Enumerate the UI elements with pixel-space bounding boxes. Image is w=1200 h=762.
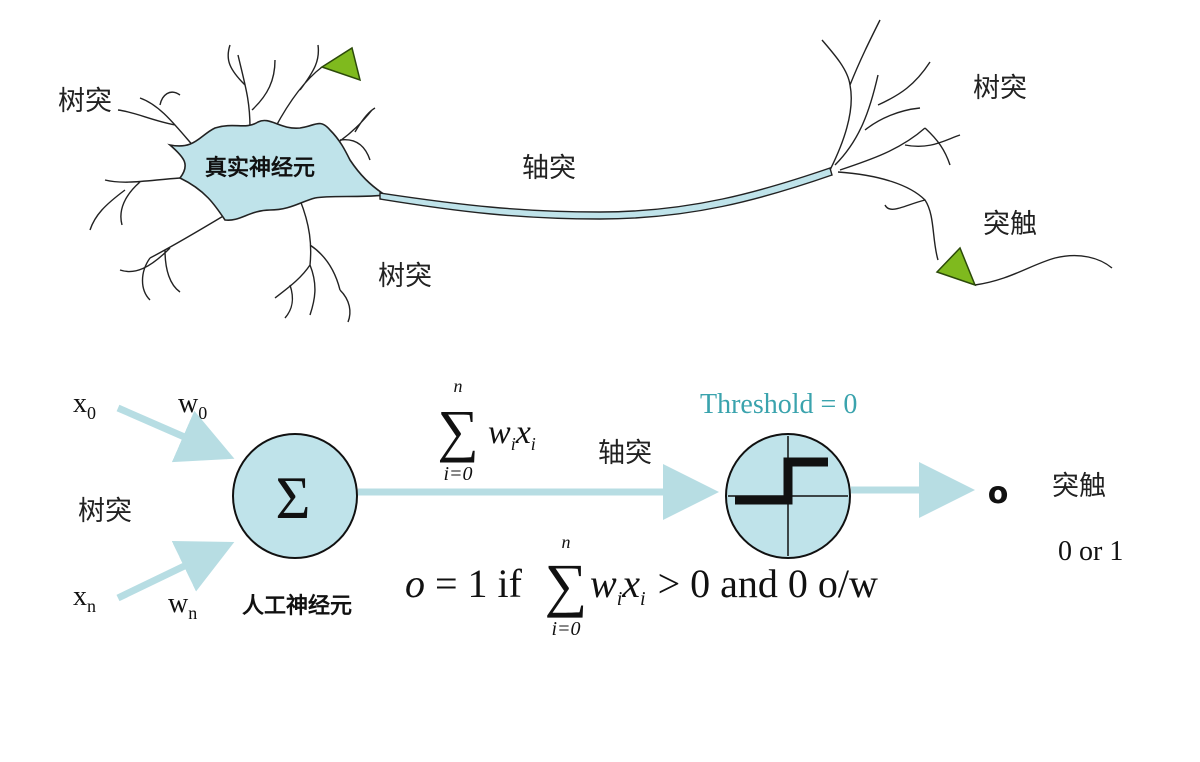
dendrite-branch bbox=[117, 91, 196, 149]
label-dendrite-top-left: 树突 bbox=[58, 86, 112, 117]
input-arrow-xn bbox=[116, 541, 235, 602]
dendrite-branch bbox=[227, 44, 276, 129]
label-axon: 轴突 bbox=[522, 153, 576, 184]
weight-w0: w0 bbox=[178, 388, 207, 423]
biological-neuron: 树突 真实神经元 轴突 树突 树突 突触 bbox=[58, 19, 1113, 323]
dendrite-branch bbox=[119, 214, 226, 301]
axon-terminal bbox=[837, 171, 939, 261]
formula-sum-upper: n bbox=[562, 532, 571, 552]
activation-formula: o= 1 if n ∑ i=0 wixi> 0 and 0 o/w bbox=[405, 532, 878, 640]
synapse-terminal bbox=[320, 46, 362, 82]
sum-lower-limit: i=0 bbox=[443, 463, 472, 485]
label-dendrite-artificial: 树突 bbox=[78, 496, 132, 527]
formula-sum-symbol: ∑ bbox=[545, 552, 588, 618]
sum-upper-limit: n bbox=[454, 376, 463, 396]
output-values: 0 or 1 bbox=[1058, 536, 1123, 567]
soma-shape bbox=[167, 119, 388, 221]
label-synapse-artificial: 突触 bbox=[1052, 471, 1106, 502]
synapse-terminal bbox=[935, 246, 977, 287]
axon-terminal bbox=[821, 19, 881, 171]
axon-shape bbox=[379, 167, 833, 220]
label-dendrite-bottom: 树突 bbox=[378, 261, 432, 292]
input-arrow-x0 bbox=[116, 404, 235, 463]
step-function-curve bbox=[735, 457, 828, 505]
label-artificial-neuron: 人工神经元 bbox=[242, 593, 352, 619]
dendrite-branch bbox=[274, 199, 341, 316]
weight-wn: wn bbox=[168, 588, 197, 623]
label-real-neuron: 真实神经元 bbox=[205, 155, 315, 181]
weighted-sum-formula: n ∑ i=0 wixi bbox=[437, 376, 535, 485]
formula-sum-lower: i=0 bbox=[551, 618, 580, 640]
formula-left: o= 1 if bbox=[405, 561, 523, 606]
sum-symbol: ∑ bbox=[437, 398, 478, 463]
dendrite-branch bbox=[284, 284, 351, 323]
input-xn: xn bbox=[73, 581, 96, 616]
input-x0: x0 bbox=[73, 388, 96, 423]
dendrite-branch bbox=[274, 44, 323, 129]
axon-terminal bbox=[839, 127, 961, 171]
label-axon-artificial: 轴突 bbox=[598, 438, 652, 469]
sigma-symbol: Σ bbox=[276, 465, 311, 531]
output-symbol: o bbox=[988, 476, 1009, 511]
threshold-label: Threshold = 0 bbox=[700, 389, 857, 420]
label-synapse: 突触 bbox=[983, 209, 1037, 240]
label-dendrite-top-right: 树突 bbox=[973, 73, 1027, 104]
axon-terminal bbox=[834, 61, 931, 166]
artificial-neuron: x0 w0 树突 xn wn Σ 人工神经元 n ∑ i=0 wixi 轴突 T… bbox=[73, 376, 1123, 640]
summation-node bbox=[232, 433, 358, 559]
formula-right: wixi> 0 and 0 o/w bbox=[590, 561, 878, 610]
axon-terminal bbox=[974, 254, 1113, 286]
sum-term: wixi bbox=[488, 414, 536, 454]
dendrite-branch bbox=[89, 177, 181, 231]
